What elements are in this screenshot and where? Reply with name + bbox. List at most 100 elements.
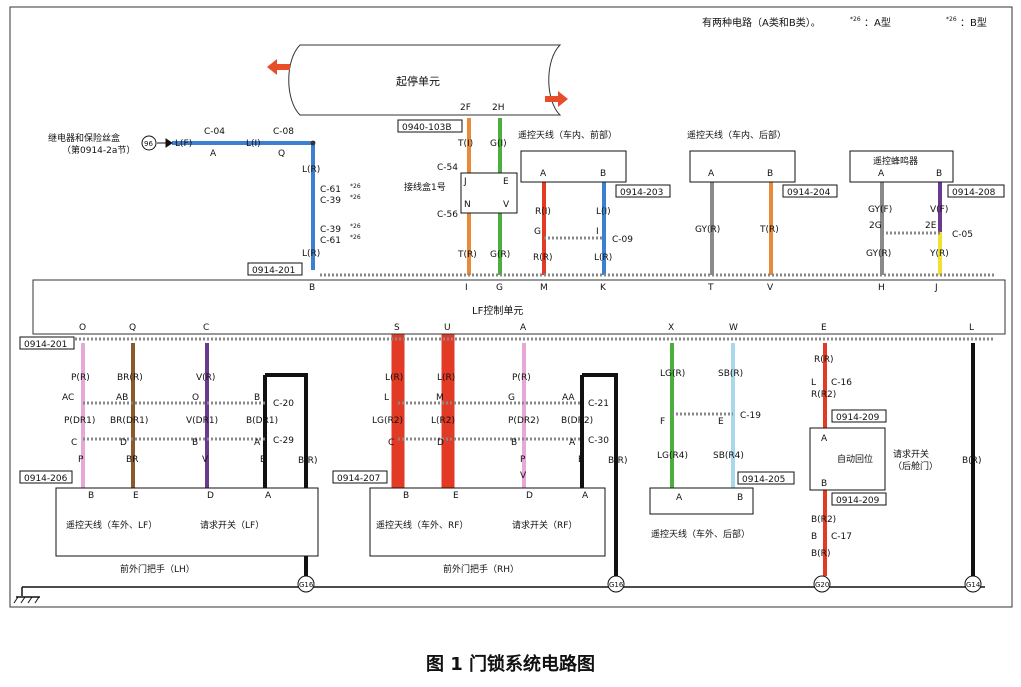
wire-label-lr3: L(R) bbox=[594, 253, 612, 263]
pin-bot-q: Q bbox=[129, 323, 136, 333]
label-c20: C-20 bbox=[273, 399, 294, 409]
lf-control-label: LF控制单元 bbox=[472, 304, 523, 317]
ref-0914-207-box bbox=[332, 470, 388, 484]
auto-return-label: 自动回位 bbox=[837, 453, 873, 465]
handle-rh-label: 前外门把手（RH） bbox=[443, 563, 519, 575]
ref-0914-208-box bbox=[947, 184, 1005, 198]
antenna-rear-label: 遥控天线（车内、后部） bbox=[687, 129, 786, 141]
label-c54: C-54 bbox=[437, 163, 458, 173]
pin-rh-b2: B bbox=[578, 455, 584, 465]
arrow-left-icon bbox=[267, 59, 290, 75]
pin-buz-b: B bbox=[936, 169, 942, 179]
ref-0914-203-box bbox=[615, 184, 671, 198]
connector-arrow-icon bbox=[157, 138, 173, 148]
wire-label-tr: T(R) bbox=[457, 250, 477, 260]
wire-label-lf: L(F) bbox=[175, 139, 192, 149]
pin-lh-b3: B bbox=[260, 455, 266, 465]
pin-lh-v: V bbox=[202, 455, 209, 465]
label-c04-pin: A bbox=[210, 149, 217, 159]
handle-lh-box bbox=[55, 487, 319, 557]
wire-label-brr: BR(R) bbox=[117, 373, 143, 383]
antenna-rear-outside-label: 遥控天线（车外、后部） bbox=[651, 528, 750, 540]
pin-2f: 2F bbox=[460, 103, 471, 113]
ref-0940-103b-box bbox=[397, 119, 463, 133]
pin-lh-br: BR bbox=[126, 455, 138, 465]
pin-antr-b: B bbox=[767, 169, 773, 179]
pin-2h: 2H bbox=[492, 103, 505, 113]
pin-rr-e: E bbox=[718, 417, 724, 427]
ref-0914-205: 0914-205 bbox=[742, 475, 785, 485]
wire-label-br-rh: B(R) bbox=[608, 456, 627, 466]
pin-tg-b: B bbox=[821, 479, 827, 489]
label-c19: C-19 bbox=[740, 411, 761, 421]
ref-0914-209-top-box bbox=[831, 409, 887, 423]
label-c61a: C-61 bbox=[320, 185, 341, 195]
pin-lh-b: B bbox=[254, 393, 260, 403]
ground-0: G16 bbox=[299, 581, 314, 589]
label-c17: C-17 bbox=[831, 532, 852, 542]
tag-c39a: *26 bbox=[350, 194, 361, 201]
ref-0914-201-bottom: 0914-201 bbox=[24, 340, 67, 350]
ref-0914-204-box bbox=[782, 184, 838, 198]
ref-0914-209-bottom-box bbox=[831, 492, 887, 506]
ref-0914-205-box bbox=[737, 471, 795, 485]
wire-label-ti: T(I) bbox=[457, 139, 473, 149]
ground-2-circle bbox=[813, 575, 831, 593]
pin-rh-a: A bbox=[569, 438, 576, 448]
switch-rf-label: 请求开关（RF） bbox=[512, 519, 577, 531]
pin-e: E bbox=[503, 177, 509, 187]
pin-top-b: B bbox=[309, 283, 315, 293]
pin-rhc-b: B bbox=[403, 491, 409, 501]
legend-a-tag: *26 bbox=[850, 16, 861, 23]
ref-0914-207: 0914-207 bbox=[337, 474, 380, 484]
ref-0914-204: 0914-204 bbox=[787, 188, 831, 198]
ref-0914-201-top: 0914-201 bbox=[252, 266, 295, 276]
relay-pin-label: 96 bbox=[144, 140, 153, 148]
wire-label-lr2: L(R) bbox=[302, 249, 320, 259]
pin-lh-a: A bbox=[254, 438, 261, 448]
legend-note: 有两种电路（A类和B类）。 bbox=[702, 16, 821, 29]
wire-label-br4: B(R) bbox=[962, 456, 981, 466]
relay-box-label: 继电器和保险丝盒 bbox=[48, 132, 120, 144]
pin-rhc-a: A bbox=[582, 491, 589, 501]
node-c08 bbox=[310, 140, 316, 146]
wire-label-br3: B(R) bbox=[811, 549, 830, 559]
ref-0914-203: 0914-203 bbox=[620, 188, 663, 198]
ground-1-circle bbox=[607, 575, 625, 593]
pin-top-i: I bbox=[465, 283, 468, 293]
pin-top-h: H bbox=[878, 283, 885, 293]
pin-rr-a: A bbox=[676, 493, 683, 503]
ref-0914-209-bottom: 0914-209 bbox=[836, 496, 880, 506]
wire-label-lr2x: L(R2) bbox=[431, 416, 455, 426]
pin-top-t: T bbox=[707, 283, 714, 293]
pin-bot-u: U bbox=[444, 323, 451, 333]
pin-bot-w: W bbox=[729, 323, 738, 333]
ground-hatch-2 bbox=[20, 596, 26, 604]
pin-n: N bbox=[464, 200, 471, 210]
ground-hatch-3 bbox=[27, 596, 33, 604]
pin-bot-x: X bbox=[668, 323, 674, 333]
pin-lhc-e: E bbox=[133, 491, 139, 501]
pin-lhc-d: D bbox=[207, 491, 214, 501]
label-c08: C-08 bbox=[273, 127, 294, 137]
ground-hatch-4 bbox=[34, 596, 40, 604]
tailgate-switch-label2: （后舱门） bbox=[893, 460, 938, 472]
wire-label-lgr4: LG(R4) bbox=[657, 451, 688, 461]
relay-pin-circle bbox=[141, 135, 157, 151]
diagram-frame bbox=[9, 6, 1013, 608]
pin-lh-ab: AB bbox=[116, 393, 128, 403]
wire-label-yr: Y(R) bbox=[929, 249, 949, 259]
pin-lh-d: D bbox=[120, 438, 127, 448]
pin-rh-l: L bbox=[384, 393, 389, 403]
pin-bot-l: L bbox=[969, 323, 974, 333]
wire-label-pdr1: P(DR1) bbox=[64, 416, 95, 426]
legend-b-tag: *26 bbox=[946, 16, 957, 23]
ref-0914-206: 0914-206 bbox=[24, 474, 68, 484]
ground-1: G16 bbox=[609, 581, 624, 589]
wire-label-li1: L(I) bbox=[246, 139, 261, 149]
wire-relay-blue bbox=[172, 141, 315, 270]
legend-a-text: ：A型 bbox=[864, 16, 891, 29]
tag-c61a: *26 bbox=[350, 183, 361, 190]
ref-0914-201-bottom-box bbox=[19, 336, 75, 350]
pin-buz-a: A bbox=[878, 169, 885, 179]
